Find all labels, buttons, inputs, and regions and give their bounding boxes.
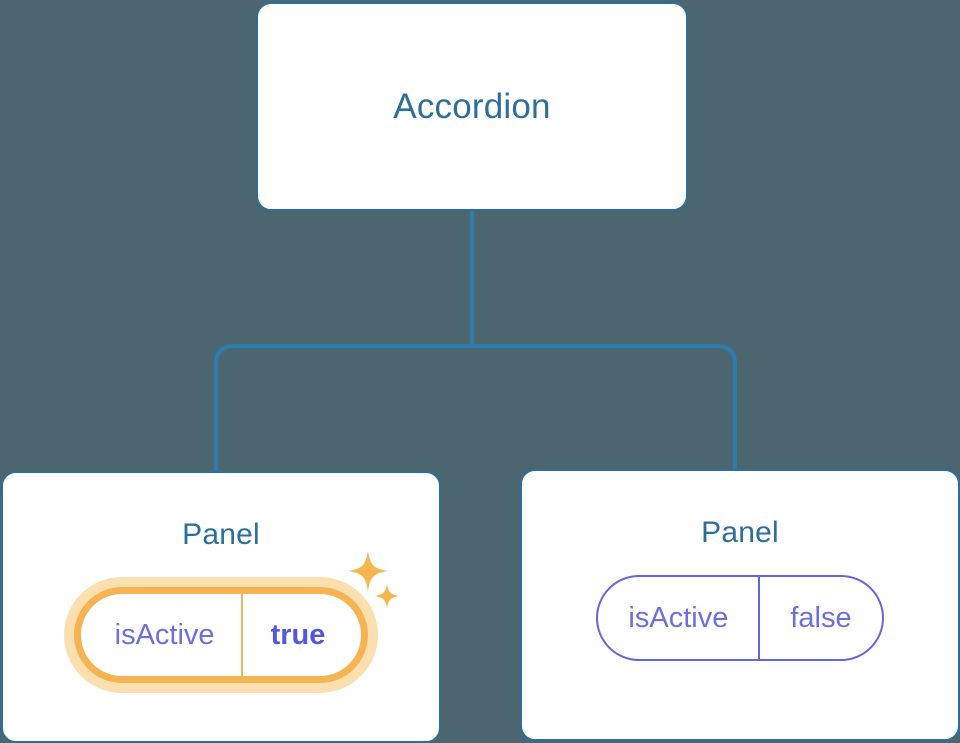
node-accordion[interactable]: Accordion — [256, 2, 688, 211]
node-panel-inactive[interactable]: Panel isActive false — [520, 469, 960, 741]
prop-pill-highlight-halo: isActive true — [63, 577, 379, 693]
prop-key-isactive: isActive — [114, 618, 215, 651]
prop-pill-active[interactable]: isActive true — [73, 587, 369, 683]
prop-key-isactive: isActive — [628, 601, 729, 634]
connector-branch-bus — [214, 344, 737, 472]
node-accordion-label: Accordion — [393, 86, 551, 126]
prop-value-true: true — [240, 594, 362, 676]
sparkle-small-icon — [375, 584, 400, 608]
node-panel-active[interactable]: Panel isActive true — [1, 471, 441, 743]
prop-pill-inactive-wrapper: isActive false — [596, 575, 884, 661]
prop-pill-active-wrapper: isActive true — [63, 551, 400, 693]
sparkle-large-icon — [348, 551, 389, 591]
prop-value-false: false — [758, 577, 881, 659]
node-panel-inactive-label: Panel — [701, 516, 779, 549]
prop-pill-inactive[interactable]: isActive false — [596, 575, 884, 661]
node-panel-active-label: Panel — [182, 518, 260, 551]
